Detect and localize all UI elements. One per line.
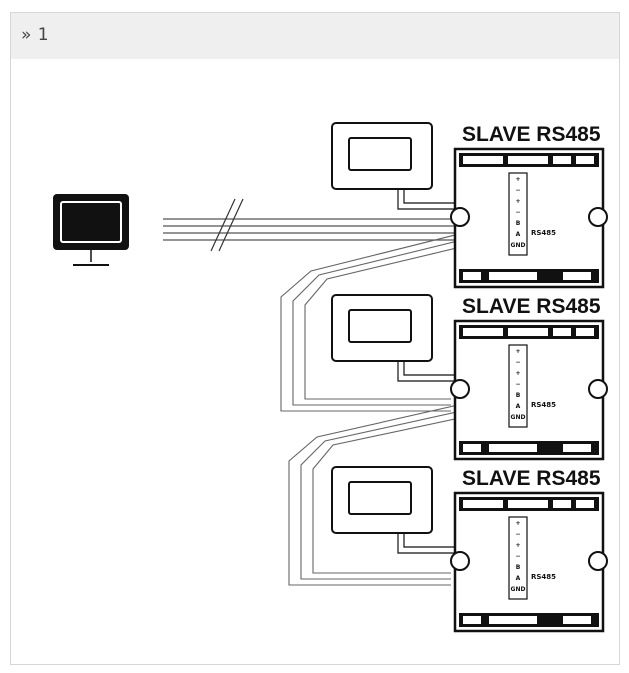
pin-label: + <box>515 542 520 549</box>
pin-label: − <box>515 553 520 560</box>
pin-label: GND <box>511 414 526 421</box>
pin-label: − <box>515 209 520 216</box>
cable-break-marker <box>210 198 244 252</box>
pin-label: B <box>516 564 521 571</box>
pin-label: − <box>515 187 520 194</box>
slave-unit-1: SLAVE RS485 + − + − B A GND <box>331 122 608 289</box>
port-label: RS485 <box>531 229 556 237</box>
display-panel-icon <box>331 466 433 534</box>
pin-label: + <box>515 520 520 527</box>
diagram-frame: » 1 <box>10 12 620 665</box>
pin-label: − <box>515 531 520 538</box>
pin-label: − <box>515 381 520 388</box>
display-panel-icon <box>331 122 433 190</box>
pin-label: + <box>515 348 520 355</box>
pin-label: GND <box>511 242 526 249</box>
computer-monitor-icon <box>53 194 129 266</box>
port-label: RS485 <box>531 573 556 581</box>
pin-label: A <box>516 231 521 238</box>
slave-label-1: SLAVE RS485 <box>462 123 601 146</box>
pin-label: GND <box>511 586 526 593</box>
pin-label: A <box>516 575 521 582</box>
bus-cable <box>163 218 459 241</box>
slave-unit-2: SLAVE RS485 + − + − B A GND <box>331 294 608 461</box>
port-label: RS485 <box>531 401 556 409</box>
slave-unit-3: SLAVE RS485 + − + − B A GND <box>331 466 608 633</box>
wiring-diagram: SLAVE RS485 + − + − B A GND <box>53 122 608 633</box>
pin-label: + <box>515 176 520 183</box>
display-panel-icon <box>331 294 433 362</box>
slave-label-3: SLAVE RS485 <box>462 467 601 490</box>
pin-label: B <box>516 392 521 399</box>
step-label: » 1 <box>21 25 50 45</box>
step-header: » 1 <box>11 13 619 59</box>
pin-label: − <box>515 359 520 366</box>
pin-label: + <box>515 198 520 205</box>
pin-label: + <box>515 370 520 377</box>
pin-label: A <box>516 403 521 410</box>
daisy-chain-wires <box>280 220 512 586</box>
pin-label: B <box>516 220 521 227</box>
slave-label-2: SLAVE RS485 <box>462 295 601 318</box>
